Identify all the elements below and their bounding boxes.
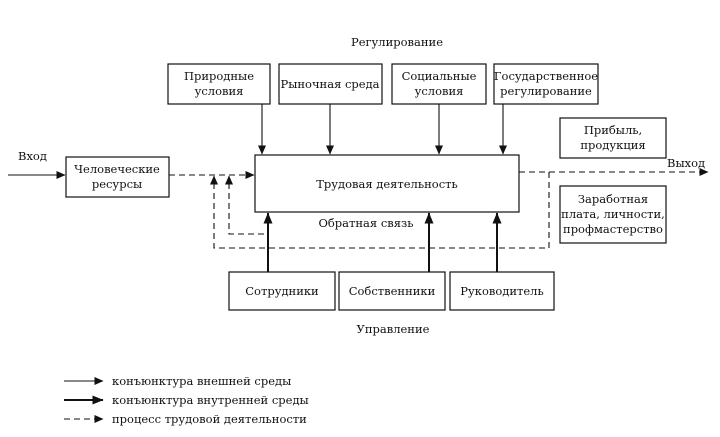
manager-box: Руководитель [449,271,555,311]
legend: конъюнктура внешней среды конъюнктура вн… [64,374,309,426]
output-label: Выход [667,156,705,170]
svg-text:продукция: продукция [580,138,645,152]
legend-label-internal: конъюнктура внутренней среды [112,393,309,407]
state-regulation-box: Государственное регулирование [493,63,599,105]
market-environment-box: Рыночная среда [278,63,383,105]
svg-text:Социальные: Социальные [402,69,477,83]
bottom-group-label: Управление [357,322,430,336]
svg-text:регулирование: регулирование [500,84,592,98]
profit-output-box: Прибыль, продукция [559,117,667,159]
wages-personality-box: Заработная плата, личности, профмастерст… [559,185,667,244]
feedback-loop-outer [210,172,550,249]
human-resources-box: Человеческие ресурсы [65,156,170,198]
svg-text:Рыночная среда: Рыночная среда [280,77,379,91]
top-group-label: Регулирование [351,35,443,49]
employees-box: Сотрудники [228,271,336,311]
svg-text:Собственники: Собственники [349,284,436,298]
social-conditions-box: Социальные условия [391,63,487,105]
input-label: Вход [18,149,47,163]
svg-text:условия: условия [195,84,244,98]
svg-text:Природные: Природные [184,69,254,83]
natural-conditions-box: Природные условия [167,63,271,105]
svg-text:условия: условия [415,84,464,98]
svg-text:Прибыль,: Прибыль, [584,123,642,137]
feedback-label: Обратная связь [318,216,413,230]
legend-label-external: конъюнктура внешней среды [112,374,291,388]
svg-text:Руководитель: Руководитель [460,284,544,298]
owners-box: Собственники [338,271,446,311]
svg-text:Заработная: Заработная [578,192,648,206]
feedback-loop-inner [225,175,264,235]
svg-text:Трудовая деятельность: Трудовая деятельность [316,177,458,191]
svg-text:Человеческие: Человеческие [74,162,160,176]
svg-text:плата, личности,: плата, личности, [561,207,665,221]
svg-text:ресурсы: ресурсы [92,177,142,191]
svg-text:Сотрудники: Сотрудники [245,284,319,298]
svg-text:Государственное: Государственное [494,69,598,83]
labor-activity-box: Трудовая деятельность [254,154,520,213]
svg-text:профмастерство: профмастерство [563,222,663,236]
legend-label-process: процесс трудовой деятельности [112,412,307,426]
